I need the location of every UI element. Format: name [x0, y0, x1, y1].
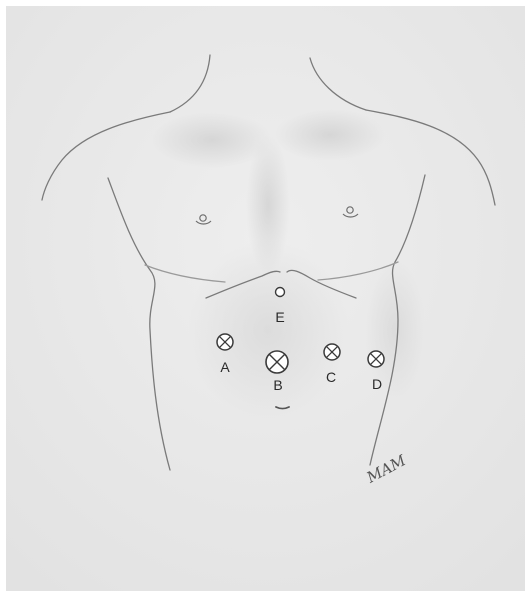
port-a-label: A	[220, 359, 230, 375]
port-e-marker	[276, 288, 285, 297]
port-d-marker	[368, 351, 384, 367]
port-a-marker	[217, 334, 233, 350]
port-c-marker	[324, 344, 340, 360]
port-d-label: D	[372, 376, 382, 392]
port-e-label: E	[275, 309, 284, 325]
port-c-label: C	[326, 369, 336, 385]
port-b-marker	[266, 351, 288, 373]
port-b-label: B	[273, 377, 282, 393]
open-circle-icon	[276, 288, 285, 297]
